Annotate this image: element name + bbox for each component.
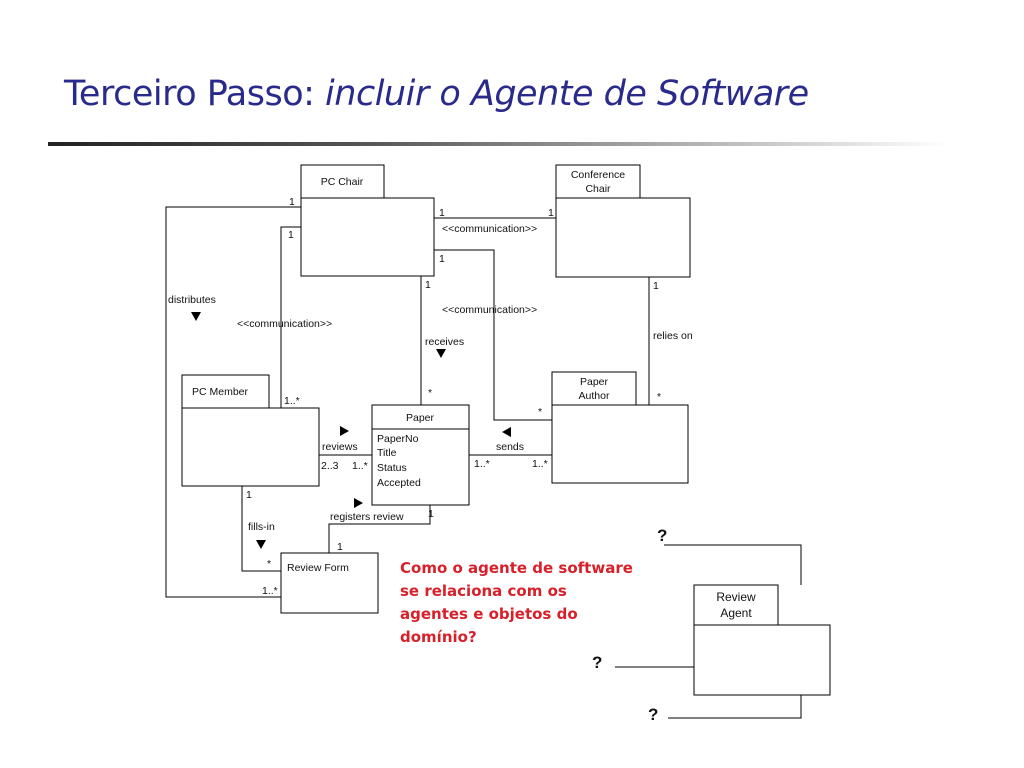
pc-member-tab [181, 374, 270, 409]
pc-member-name: PC Member [192, 386, 249, 398]
paper-author-tab [551, 371, 637, 406]
review-agent-link-bottom [668, 695, 802, 719]
conference-chair-box [555, 197, 691, 278]
distributes-arrow-icon [191, 312, 201, 321]
communication-association-chair-author [434, 249, 552, 421]
question-line: se relaciona com os [400, 582, 567, 600]
review-agent-box [693, 624, 831, 696]
distributes-label: distributes [168, 294, 216, 306]
communication-association-chair-member [280, 226, 301, 408]
title-divider [48, 142, 948, 146]
registers-review-arrow-icon [354, 498, 363, 508]
sends-arrow-icon [502, 427, 511, 437]
paper-name: Paper [406, 412, 435, 424]
multiplicity-label: 1..* [532, 458, 548, 470]
question-mark: ? [648, 705, 658, 724]
receives-label: receives [425, 336, 464, 348]
conference-chair-tab [555, 164, 641, 199]
question-mark: ? [657, 526, 667, 545]
reviews-arrow-icon [340, 426, 349, 436]
multiplicity-label: 1..* [284, 395, 300, 407]
paper-attribute: Title [377, 447, 397, 459]
multiplicity-label: 1 [548, 207, 554, 219]
multiplicity-label: 1..* [352, 460, 368, 472]
title-italic: incluir o Agente de Software [325, 74, 809, 114]
review-agent-name-line1: Review [716, 590, 756, 604]
review-agent-link-top [664, 544, 802, 585]
relies-on-label: relies on [653, 330, 693, 342]
multiplicity-label: 1 [337, 541, 343, 553]
fills-in-label: fills-in [248, 521, 275, 533]
reviews-label: reviews [322, 441, 358, 453]
paper-author-name-line1: Paper [580, 376, 609, 388]
pc-member-box [181, 407, 320, 487]
multiplicity-label: 1 [439, 253, 445, 265]
question-line: agentes e objetos do [400, 605, 578, 623]
multiplicity-label: * [538, 406, 542, 418]
review-form-box [280, 552, 379, 614]
multiplicity-label: 1 [425, 279, 431, 291]
paper-author-box [551, 404, 689, 484]
slide-title: Terceiro Passo: incluir o Agente de Soft… [64, 74, 809, 114]
review-form-name: Review Form [287, 562, 349, 574]
multiplicity-label: 1..* [262, 585, 278, 597]
registers-review-association [328, 505, 431, 553]
multiplicity-label: 2..3 [321, 460, 339, 472]
communication-label-chair-author: <<communication>> [442, 304, 537, 316]
question-callout: Como o agente de software se relaciona c… [400, 557, 670, 649]
multiplicity-label: * [657, 391, 661, 403]
paper-attribute: Accepted [377, 477, 421, 489]
paper-attribute: Status [377, 462, 407, 474]
fills-in-arrow-icon [256, 540, 266, 549]
communication-label-chairs: <<communication>> [442, 223, 537, 235]
title-plain: Terceiro Passo: [64, 74, 315, 114]
paper-attribute: PaperNo [377, 433, 419, 445]
review-agent-name-line2: Agent [720, 606, 752, 620]
multiplicity-label: 1 [428, 508, 434, 520]
multiplicity-label: 1 [439, 207, 445, 219]
paper-attributes-box [371, 428, 470, 506]
question-line: Como o agente de software [400, 559, 633, 577]
question-line: domínio? [400, 628, 477, 646]
fills-in-association [241, 486, 281, 572]
pc-chair-box [300, 197, 435, 277]
multiplicity-label: 1 [288, 229, 294, 241]
multiplicity-label: * [428, 387, 432, 399]
conference-chair-name-line2: Chair [585, 183, 611, 195]
sends-label: sends [496, 441, 524, 453]
communication-label-chair-member: <<communication>> [237, 318, 332, 330]
multiplicity-label: 1..* [474, 458, 490, 470]
paper-author-name-line2: Author [579, 390, 610, 402]
question-mark: ? [592, 653, 602, 672]
conference-chair-name-line1: Conference [571, 169, 625, 181]
distributes-association [165, 206, 301, 598]
pc-chair-name: PC Chair [321, 176, 364, 188]
multiplicity-label: 1 [653, 280, 659, 292]
multiplicity-label: 1 [289, 196, 295, 208]
multiplicity-label: * [267, 558, 271, 570]
receives-arrow-icon [436, 349, 446, 358]
pc-chair-tab [300, 164, 385, 199]
multiplicity-label: 1 [246, 489, 252, 501]
registers-review-label: registers review [330, 511, 404, 523]
